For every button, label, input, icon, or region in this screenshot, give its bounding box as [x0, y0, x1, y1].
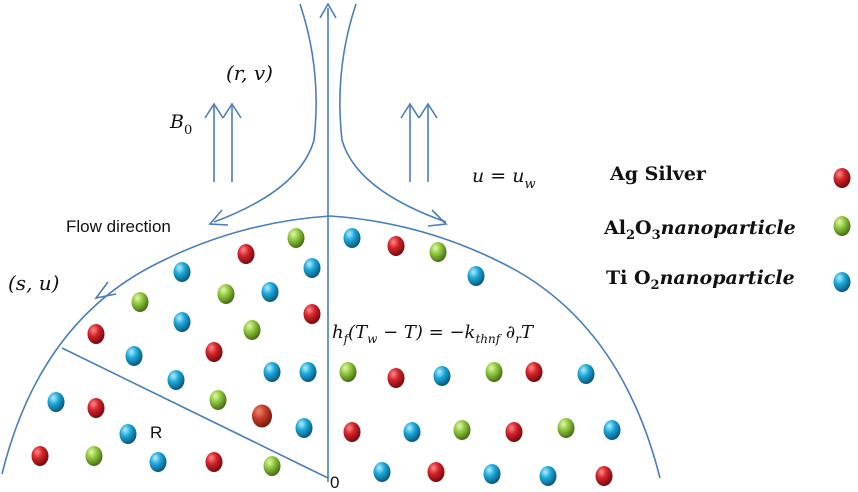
- particle: [263, 362, 281, 382]
- particle: [557, 418, 575, 438]
- particle: [173, 262, 191, 282]
- right-flow-arrowhead: [427, 209, 448, 227]
- particle: [303, 258, 321, 278]
- particle: [467, 266, 485, 286]
- label-boundary-condition: hf(Tw − T) = −kthnf ∂rT: [332, 322, 535, 346]
- particle: [505, 422, 523, 442]
- magnetic-field-arrows-left: [204, 102, 242, 182]
- particle: [125, 346, 143, 366]
- particle: [433, 366, 451, 386]
- particle: [243, 320, 261, 340]
- legend-al2o3-label: Al2O3nanoparticle: [603, 217, 796, 243]
- particle: [387, 236, 405, 256]
- particle: [343, 228, 361, 248]
- particle: [173, 312, 191, 332]
- legend-tio2-dot: [833, 272, 851, 292]
- radius-line: [61, 347, 329, 479]
- particle: [485, 362, 503, 382]
- particle: [87, 324, 105, 344]
- nanoparticles: [31, 228, 621, 486]
- particle: [595, 466, 613, 486]
- label-radius: R: [150, 423, 162, 442]
- particle: [403, 422, 421, 442]
- legend-al2o3-dot: [833, 216, 851, 236]
- sphere-surface-arc: [1, 215, 661, 479]
- label-s-u: (s, u): [8, 271, 59, 295]
- particle: [339, 362, 357, 382]
- particle: [237, 244, 255, 264]
- particle: [149, 452, 167, 472]
- right-flow-curve: [339, 3, 447, 223]
- magnetic-field-arrows-right: [400, 102, 438, 182]
- particle: [539, 466, 557, 486]
- particle: [252, 404, 272, 428]
- left-flow-arrowhead: [208, 209, 229, 226]
- particle: [205, 342, 223, 362]
- particle: [287, 228, 305, 248]
- particle: [85, 446, 103, 466]
- legend-ag-dot: [833, 168, 851, 188]
- label-flow-direction: Flow direction: [66, 217, 171, 236]
- legend-ag-label: Ag Silver: [609, 163, 707, 185]
- particle: [303, 304, 321, 324]
- particle: [131, 292, 149, 312]
- legend-tio2-label: Ti O2nanoparticle: [606, 267, 795, 293]
- surface-flow-arrowhead: [94, 281, 117, 300]
- particle: [453, 420, 471, 440]
- label-r-v: (r, v): [226, 61, 273, 85]
- label-B0: B0: [169, 111, 192, 138]
- particle: [427, 462, 445, 482]
- particle: [603, 420, 621, 440]
- left-flow-curve: [213, 3, 317, 223]
- particle: [295, 418, 313, 438]
- particle: [209, 390, 227, 410]
- particle: [167, 370, 185, 390]
- label-origin: 0: [330, 473, 339, 492]
- particle: [429, 242, 447, 262]
- particle: [299, 362, 317, 382]
- particle: [387, 368, 405, 388]
- particle: [47, 392, 65, 412]
- particle: [263, 456, 281, 476]
- particle: [525, 362, 543, 382]
- label-u-uw: u = uw: [472, 165, 536, 192]
- particle: [205, 452, 223, 472]
- particle: [119, 424, 137, 444]
- particle: [217, 284, 235, 304]
- particle: [483, 464, 501, 484]
- axis-arrowhead: [319, 2, 337, 19]
- particle: [373, 462, 391, 482]
- particle: [87, 398, 105, 418]
- particle: [577, 364, 595, 384]
- particle: [343, 422, 361, 442]
- particle: [261, 282, 279, 302]
- particle: [31, 446, 49, 466]
